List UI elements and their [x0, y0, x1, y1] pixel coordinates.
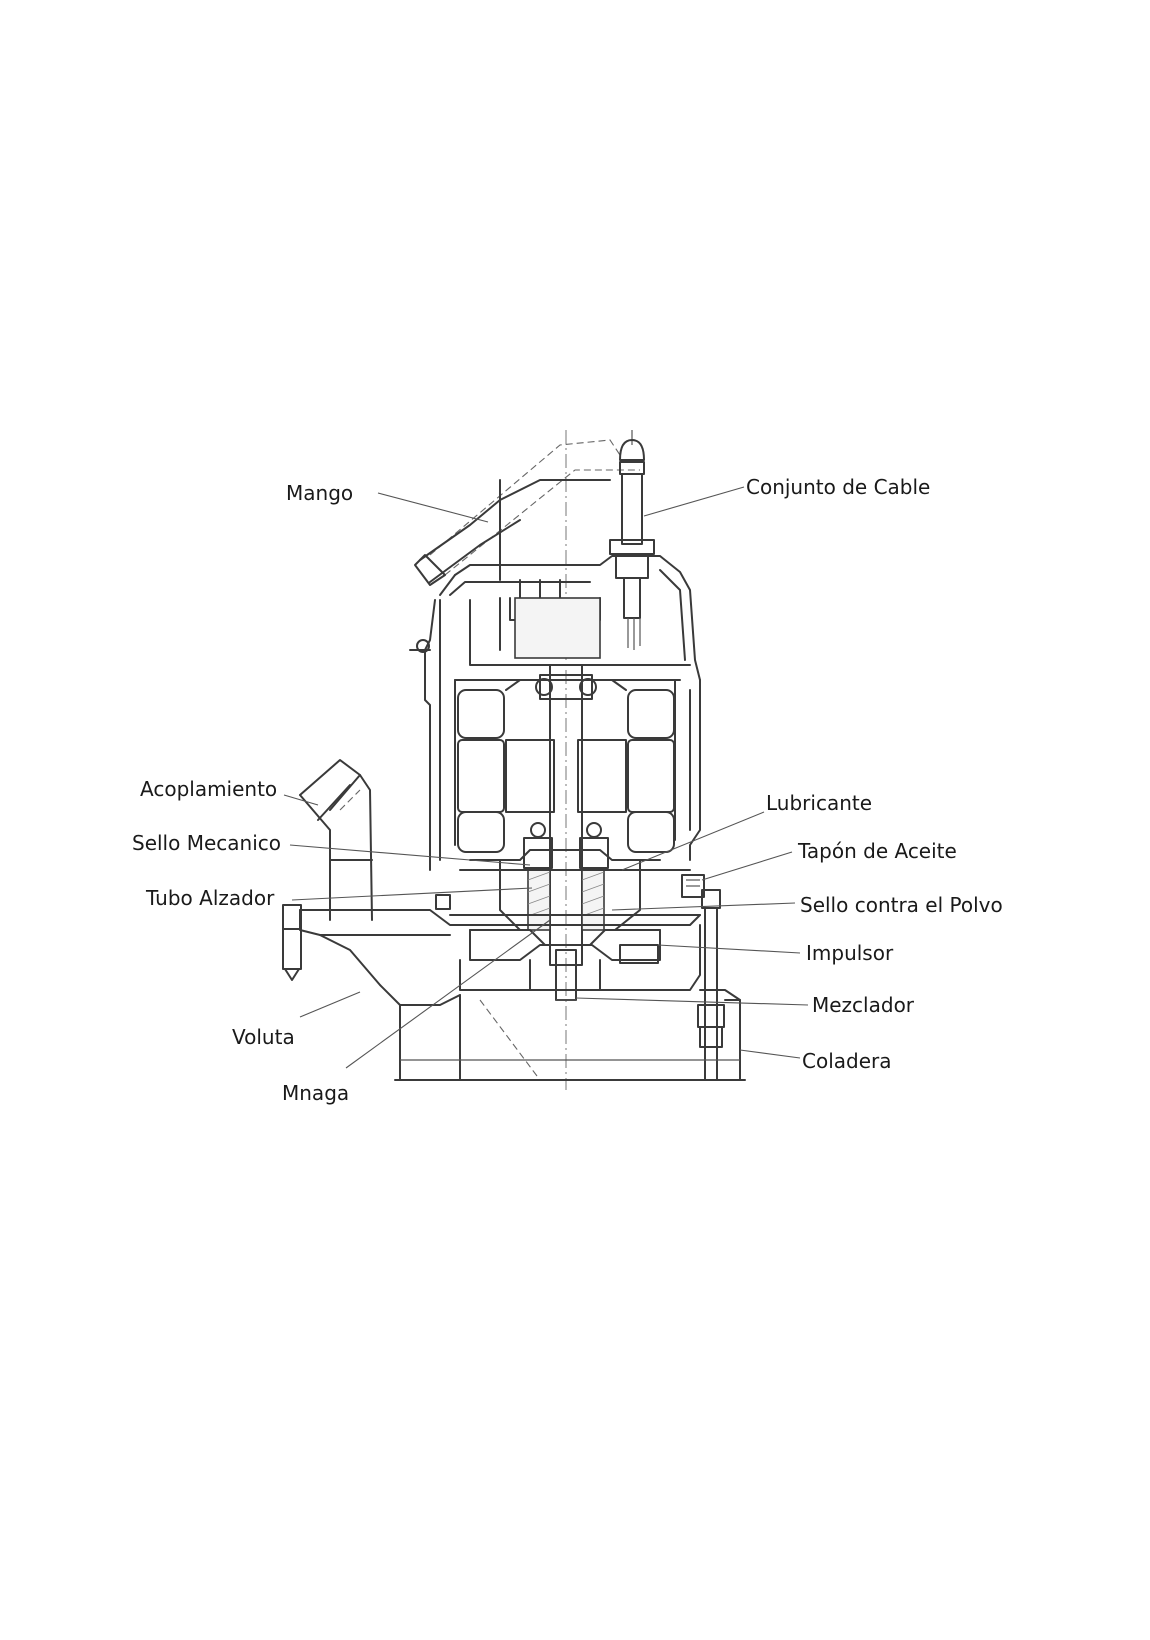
label-mnaga: Mnaga: [282, 1081, 349, 1105]
label-mango: Mango: [286, 481, 353, 505]
labels: Mango Conjunto de Cable Acoplamiento Sel…: [132, 475, 1003, 1105]
leader-conjunto-de-cable: [643, 486, 745, 517]
bolt-shape: [697, 889, 725, 1081]
shaft-shape: [535, 664, 597, 1001]
strainer-shape: [394, 989, 746, 1081]
discharge-elbow-shape: [299, 759, 373, 921]
label-sello-contra-el-polvo: Sello contra el Polvo: [800, 893, 1003, 917]
label-acoplamiento: Acoplamiento: [140, 777, 277, 801]
cable-assembly-shape: [609, 430, 655, 650]
pump-drawing: [282, 430, 746, 1090]
handle-shape: [414, 439, 640, 586]
label-voluta: Voluta: [232, 1025, 295, 1049]
leader-sello-contra-el-polvo: [611, 902, 796, 911]
leader-lubricante: [621, 811, 765, 871]
seal-area-shape: [449, 822, 701, 931]
leader-mango: [377, 492, 489, 523]
leader-sello-mecanico: [289, 844, 531, 866]
oil-plug-shape: [681, 874, 705, 898]
label-tapon-de-aceite: Tapón de Aceite: [797, 839, 957, 863]
label-lubricante: Lubricante: [766, 791, 872, 815]
stator-shape: [457, 679, 675, 853]
label-conjunto-de-cable: Conjunto de Cable: [746, 475, 930, 499]
leader-tapon-de-aceite: [701, 851, 793, 881]
leader-impulsor: [657, 944, 801, 954]
leader-mezclador: [575, 997, 809, 1006]
motor-cover-shape: [439, 555, 701, 681]
label-tubo-alzador: Tubo Alzador: [145, 886, 275, 910]
impeller-shape: [469, 929, 661, 991]
leader-acoplamiento: [283, 794, 319, 806]
leader-tubo-alzador: [291, 887, 533, 901]
leader-coladera: [739, 1049, 801, 1059]
leader-lines: [283, 486, 809, 1069]
leader-voluta: [299, 991, 361, 1018]
label-coladera: Coladera: [802, 1049, 892, 1073]
label-mezclador: Mezclador: [812, 993, 915, 1017]
label-impulsor: Impulsor: [806, 941, 894, 965]
label-sello-mecanico: Sello Mecanico: [132, 831, 281, 855]
leader-mnaga: [345, 919, 551, 1069]
